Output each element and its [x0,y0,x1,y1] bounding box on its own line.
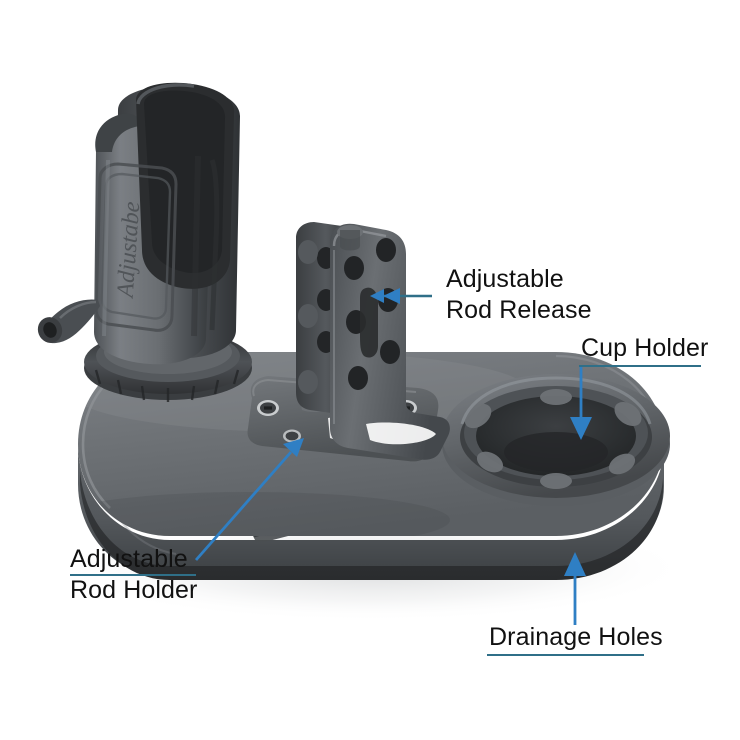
callout-cup-holder: Cup Holder [581,333,708,364]
leader-adjustable-rod-holder [194,438,304,561]
leader-drainage-holes [564,552,586,625]
underline-drainage-holes [487,654,644,656]
leader-adjustable-rod-release [370,288,432,304]
callout-line-2: Rod Release [446,296,592,324]
adjustable-rod-holder: Adjustabe [84,82,252,402]
callout-line-2: Rod Holder [70,576,198,604]
cup-holder [442,374,670,506]
release-lever [37,299,100,344]
callout-line-1: Drainage Holes [489,623,663,651]
leader-cup-holder [570,365,592,440]
callout-adjustable-rod-release: Adjustable Rod Release [446,264,592,326]
callout-line-1: Cup Holder [581,334,709,362]
underline-cup-holder [579,365,701,367]
callout-drainage-holes: Drainage Holes [489,622,663,653]
callout-line-1: Adjustable [70,545,188,573]
callout-adjustable-rod-holder: Adjustable Rod Holder [70,544,197,606]
callout-line-1: Adjustable [446,265,564,293]
underline-adjustable-rod-holder [70,574,196,576]
adjustable-rod-release-bracket [296,222,450,460]
